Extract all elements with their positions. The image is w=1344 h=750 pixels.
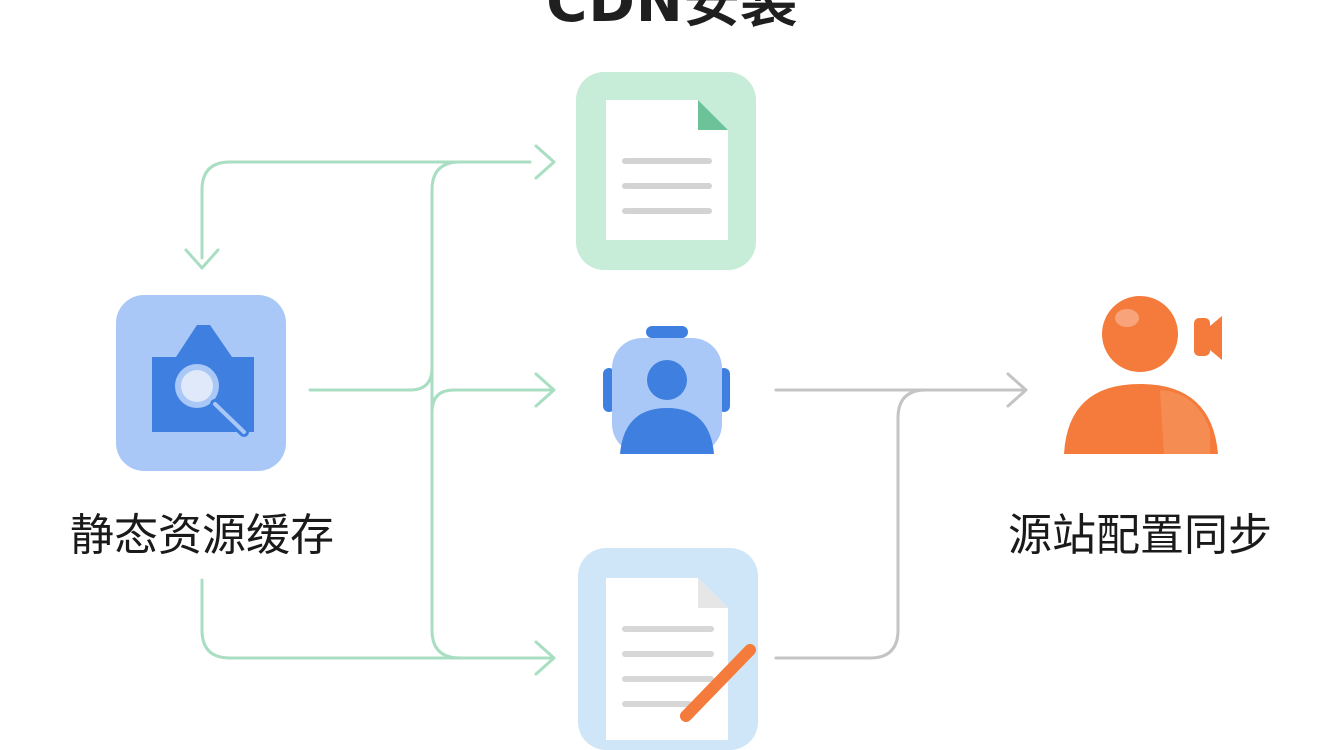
arrowhead-to-bottom-doc xyxy=(534,640,556,676)
document-edit-icon xyxy=(606,578,756,740)
pencil-icon xyxy=(680,644,756,722)
top-doc-node xyxy=(576,72,756,270)
green-connectors xyxy=(184,144,556,676)
bottom-doc-node xyxy=(578,548,758,750)
left-node-label: 静态资源缓存 xyxy=(70,510,334,561)
connector-trunk xyxy=(430,160,462,192)
right-node xyxy=(1064,296,1222,454)
connector-left-top-loop xyxy=(200,160,532,260)
document-icon xyxy=(606,100,728,240)
left-node xyxy=(116,295,286,471)
center-node xyxy=(603,326,730,454)
arrowhead-to-right-node xyxy=(1006,372,1028,408)
gray-connectors xyxy=(774,372,1028,660)
connector-bottom-to-right xyxy=(774,388,928,660)
connector-trunk-vertical xyxy=(430,188,462,660)
connector-left-bottom xyxy=(200,578,554,660)
arrowhead-to-center xyxy=(534,372,556,408)
user-speaker-icon xyxy=(1064,296,1222,454)
arrowhead-to-top-doc xyxy=(534,144,556,180)
connector-center-branch xyxy=(430,388,554,414)
right-node-label: 源站配置同步 xyxy=(1008,510,1272,561)
connector-left-to-center xyxy=(308,366,434,392)
camera-search-icon xyxy=(152,325,254,437)
arrowhead-down-left xyxy=(184,248,220,270)
diagram-title: CDN安装 xyxy=(546,0,798,35)
robot-user-icon xyxy=(603,326,730,454)
